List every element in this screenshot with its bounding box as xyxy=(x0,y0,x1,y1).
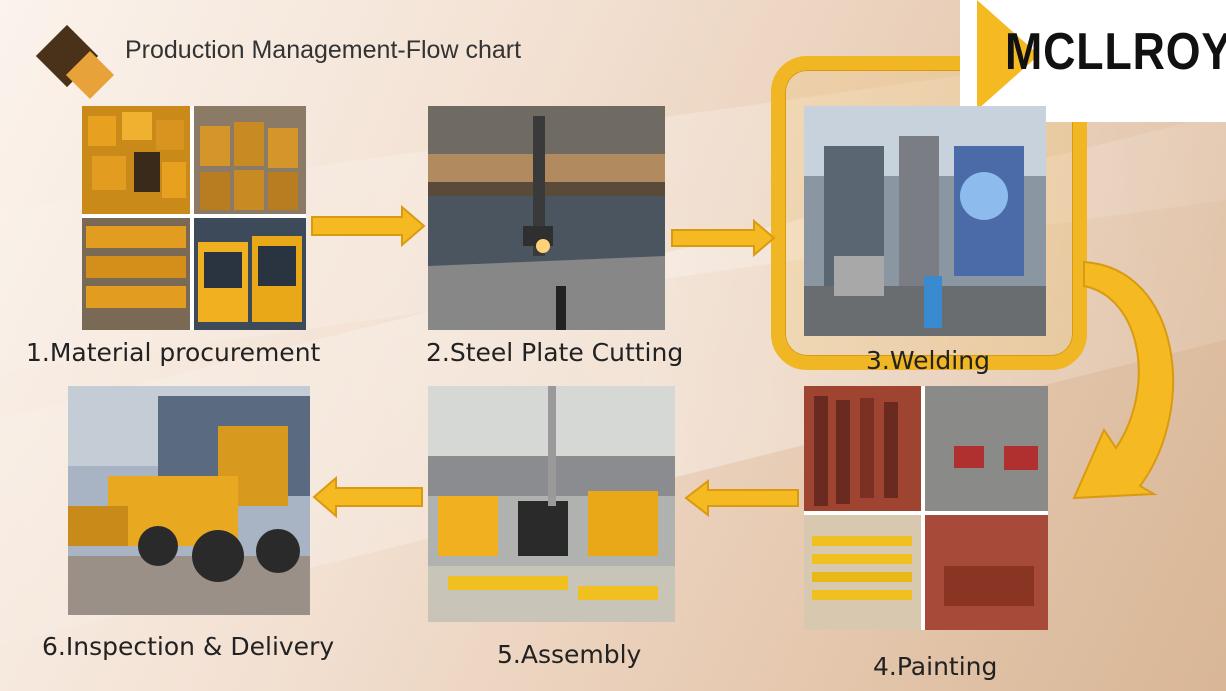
step-label-1: 1.Material procurement xyxy=(26,338,321,367)
step-label-3: 3.Welding xyxy=(866,346,990,375)
photo-welding xyxy=(804,106,1046,336)
step-label-6: 6.Inspection & Delivery xyxy=(42,632,335,661)
page-title: Production Management-Flow chart xyxy=(125,36,522,64)
photo-steel-plate-cutting xyxy=(428,106,665,330)
arrow-right-icon xyxy=(671,218,776,258)
step-label-5: 5.Assembly xyxy=(497,640,642,669)
photo-assembly xyxy=(428,386,675,622)
arrow-left-icon xyxy=(684,478,799,518)
arrow-right-icon xyxy=(311,204,426,248)
step-label-4: 4.Painting xyxy=(873,652,998,681)
logo-text: MCLLROY xyxy=(1005,23,1226,81)
diamond-logo-icon xyxy=(35,24,115,100)
logo-triangle-icon xyxy=(977,0,1039,110)
photo-painting xyxy=(804,386,1048,630)
photo-material-procurement xyxy=(82,106,306,330)
brand-logo: MCLLROY xyxy=(960,0,1226,122)
photo-inspection-delivery xyxy=(68,386,310,615)
step-label-2: 2.Steel Plate Cutting xyxy=(426,338,684,367)
curved-arrow-down-icon xyxy=(1072,260,1175,500)
arrow-left-icon xyxy=(312,476,423,518)
